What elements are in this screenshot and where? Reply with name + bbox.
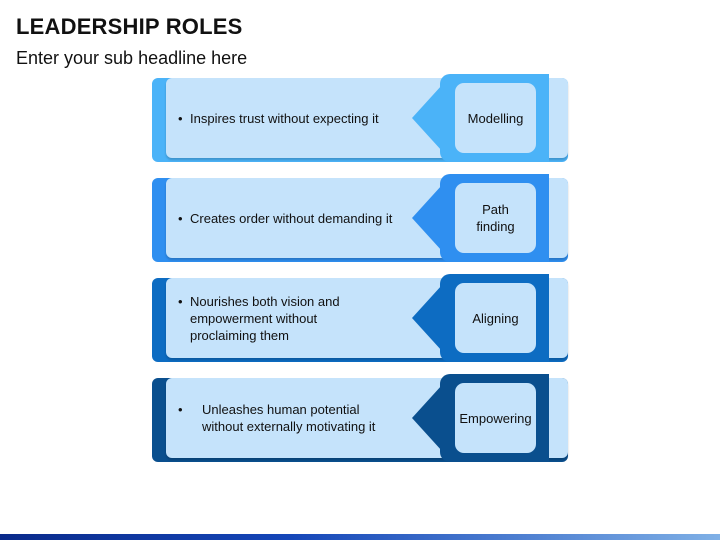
page-subtitle: Enter your sub headline here (16, 48, 248, 68)
footer-gradient-bar (0, 534, 720, 540)
role-label-line: Aligning (472, 310, 519, 326)
role-label: Aligning (455, 283, 536, 353)
role-label: Modelling (455, 83, 536, 153)
role-card-path-finding[interactable]: Path finding • Creates order without dem… (152, 174, 568, 262)
role-card-aligning[interactable]: Aligning • Nourishes both vision and emp… (152, 274, 568, 362)
role-card-modelling[interactable]: Modelling • Inspires trust without expec… (152, 74, 568, 162)
role-label-line: finding (476, 219, 515, 234)
role-card-empowering[interactable]: Empowering • Unleashes human potential w… (152, 374, 568, 462)
role-label-line: Empowering (459, 410, 532, 426)
role-description-line: Nourishes both vision and (190, 293, 340, 309)
role-description: • Unleashes human potential without exte… (178, 378, 403, 458)
role-description: • Creates order without demanding it (178, 178, 403, 258)
role-label-line: Path (482, 202, 509, 217)
role-label: Path finding (455, 183, 536, 253)
bullet: • (178, 210, 183, 226)
role-label: Empowering (455, 383, 536, 453)
role-description-line: Unleashes human potential (202, 402, 360, 417)
bullet: • (178, 402, 183, 417)
role-description-line: empowerment without (190, 310, 318, 326)
role-description-text: Creates order without demanding it (190, 210, 393, 226)
role-description-line: without externally motivating it (202, 419, 376, 434)
role-description: • Nourishes both vision and empowerment … (178, 278, 403, 358)
role-description-line: proclaiming them (190, 327, 289, 343)
bullet: • (178, 293, 183, 309)
bullet: • (178, 110, 183, 126)
role-label-line: Modelling (467, 110, 524, 126)
role-description-text: Inspires trust without expecting it (190, 110, 379, 126)
role-description: • Inspires trust without expecting it (178, 78, 403, 158)
page-title: LEADERSHIP ROLES (16, 14, 243, 39)
